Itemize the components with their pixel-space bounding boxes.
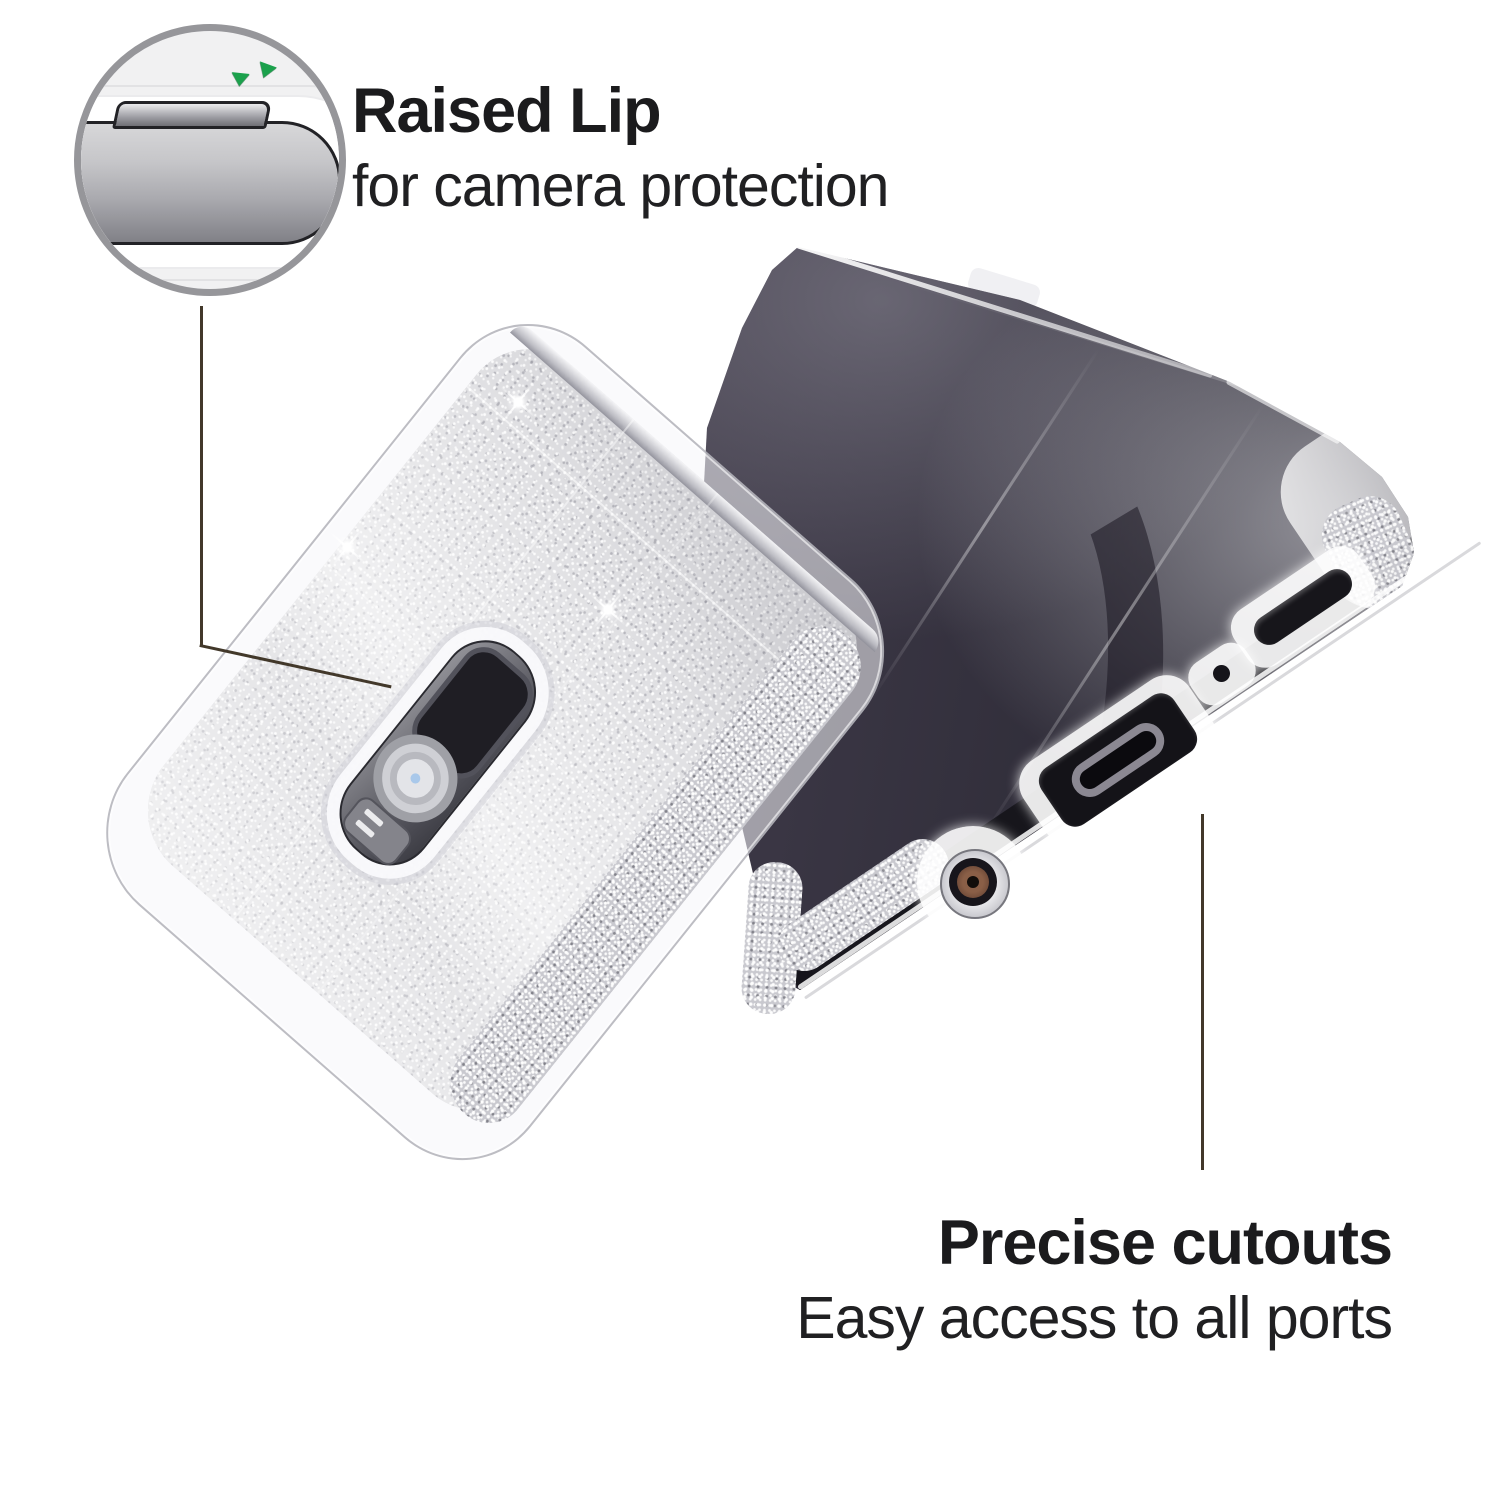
caption-precise-cutouts-subtitle: Easy access to all ports — [796, 1285, 1393, 1351]
green-arrow-icon — [230, 72, 250, 87]
case-outline — [81, 85, 339, 281]
microphone-hole — [1213, 665, 1230, 682]
sensor-contact — [354, 819, 376, 839]
sensor-contact — [363, 808, 384, 828]
caption-raised-lip: Raised Lip for camera protection — [352, 76, 889, 219]
camera-cross-section — [81, 121, 339, 245]
caption-raised-lip-title: Raised Lip — [352, 76, 662, 146]
pointer-line-right-vertical — [1201, 814, 1204, 1170]
pointer-line-left-vertical — [200, 306, 203, 646]
caption-precise-cutouts: Precise cutouts Easy access to all ports — [796, 1208, 1393, 1351]
headphone-jack-hole — [967, 876, 979, 888]
caption-precise-cutouts-title: Precise cutouts — [937, 1208, 1393, 1278]
camera-lip-callout-circle — [74, 24, 346, 296]
raised-lip-shape — [112, 101, 272, 129]
green-arrow-icon — [255, 61, 277, 81]
caption-raised-lip-subtitle: for camera protection — [352, 153, 889, 219]
